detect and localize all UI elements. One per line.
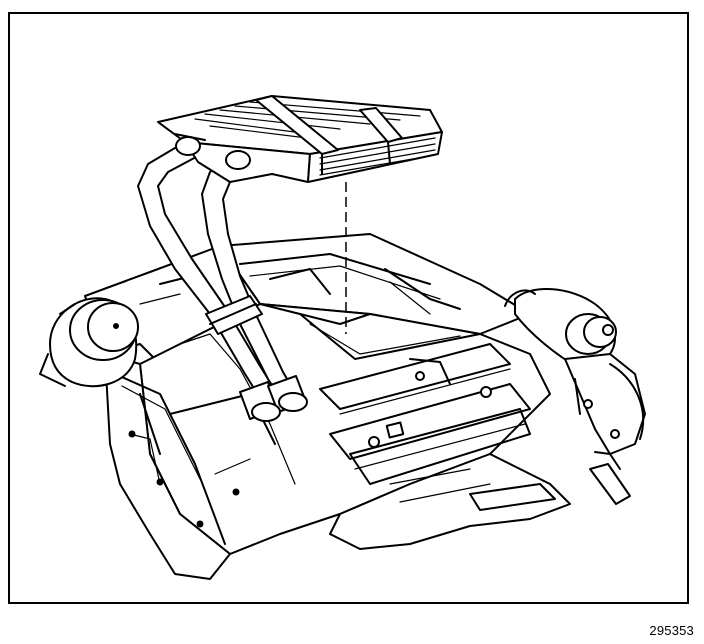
illustration-frame — [8, 12, 689, 604]
heater-core — [157, 95, 443, 183]
figure-reference-number: 295353 — [649, 623, 694, 638]
case-details — [114, 253, 556, 545]
right-actuator — [504, 288, 646, 505]
heater-case — [84, 233, 571, 580]
left-blower-motor — [39, 297, 139, 388]
heater-core-illustration — [39, 95, 646, 580]
heater-core-pipes — [137, 141, 308, 422]
